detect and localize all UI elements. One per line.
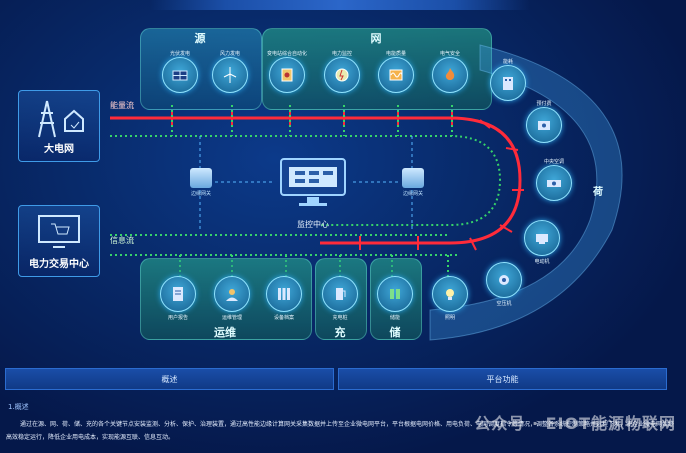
central-ac-node[interactable]: 中央空调 — [534, 156, 574, 201]
charging-pile-icon — [322, 276, 358, 312]
motor-icon — [524, 220, 560, 256]
storage-title: 储 — [389, 326, 401, 339]
report-icon — [160, 276, 196, 312]
tab-bar: 概述 平台功能 — [5, 368, 667, 390]
monitoring-center-label: 监控中心 — [297, 220, 329, 229]
gateway-icon — [190, 168, 212, 188]
air-conditioner-icon — [536, 165, 572, 201]
load-title: 荷 — [593, 187, 603, 198]
wind-turbine-icon — [212, 57, 248, 93]
equipment-archive-node[interactable]: 设备档案 — [262, 276, 306, 321]
motor-node[interactable]: 电动机 — [522, 220, 562, 265]
power-trading-box[interactable]: 电力交易中心 — [18, 205, 100, 277]
monitoring-center[interactable]: 监控中心 — [273, 155, 353, 229]
light-bulb-icon — [432, 276, 468, 312]
gateway-icon — [402, 168, 424, 188]
info-flow-label: 信息流 — [110, 236, 134, 245]
substation-node[interactable]: 变电站综合自动化 — [262, 48, 312, 93]
user-report-node[interactable]: 用户报告 — [156, 276, 200, 321]
charge-title: 充 — [334, 326, 346, 339]
overview-heading: 1.概述 — [8, 403, 29, 411]
battery-icon — [377, 276, 413, 312]
payment-icon — [526, 107, 562, 143]
archive-icon — [266, 276, 302, 312]
power-quality-node[interactable]: 电能质量 — [372, 48, 420, 93]
big-grid-box[interactable]: 大电网 — [18, 90, 100, 162]
power-monitor-node[interactable]: 电力监控 — [318, 48, 366, 93]
lighting-node[interactable]: 照明 — [428, 276, 472, 321]
top-decoration — [150, 0, 530, 10]
pv-node[interactable]: 光伏发电 — [158, 48, 202, 93]
energy-consumption-node[interactable]: 能耗 — [488, 56, 528, 101]
compressor-icon — [486, 262, 522, 298]
watermark: 公众号 · EIOT能源物联网 — [474, 414, 676, 433]
waveform-icon — [378, 57, 414, 93]
solar-panel-icon — [162, 57, 198, 93]
air-compressor-node[interactable]: 空压机 — [484, 262, 524, 307]
energy-flow-label: 能量流 — [110, 101, 134, 110]
grid-title: 网 — [370, 32, 382, 45]
tab-platform-functions[interactable]: 平台功能 — [338, 368, 667, 390]
overview-text: 通过在源、网、荷、储、充的各个关键节点安装监测、分析、保护、治理装置，通过高性能… — [6, 421, 675, 441]
wind-node[interactable]: 风力发电 — [208, 48, 252, 93]
tab-overview[interactable]: 概述 — [5, 368, 334, 390]
transmission-tower-icon — [38, 100, 84, 138]
shopping-screen-icon — [38, 215, 80, 248]
fire-icon — [432, 57, 468, 93]
prepaid-node[interactable]: 预付费 — [524, 98, 564, 143]
edge-gateway-right[interactable]: 边缘网关 — [398, 168, 428, 197]
source-title: 源 — [194, 32, 206, 45]
monitor-screen-icon — [280, 158, 346, 206]
building-icon — [490, 65, 526, 101]
edge-gateway-left[interactable]: 边缘网关 — [186, 168, 216, 197]
worker-icon — [214, 276, 250, 312]
storage-node[interactable]: 储能 — [373, 276, 417, 321]
charging-pile-node[interactable]: 充电桩 — [318, 276, 362, 321]
electrical-safety-node[interactable]: 电气安全 — [426, 48, 474, 93]
ops-title: 运维 — [214, 326, 236, 339]
ops-management-node[interactable]: 运维管理 — [210, 276, 254, 321]
monitor-icon — [324, 57, 360, 93]
substation-icon — [269, 57, 305, 93]
